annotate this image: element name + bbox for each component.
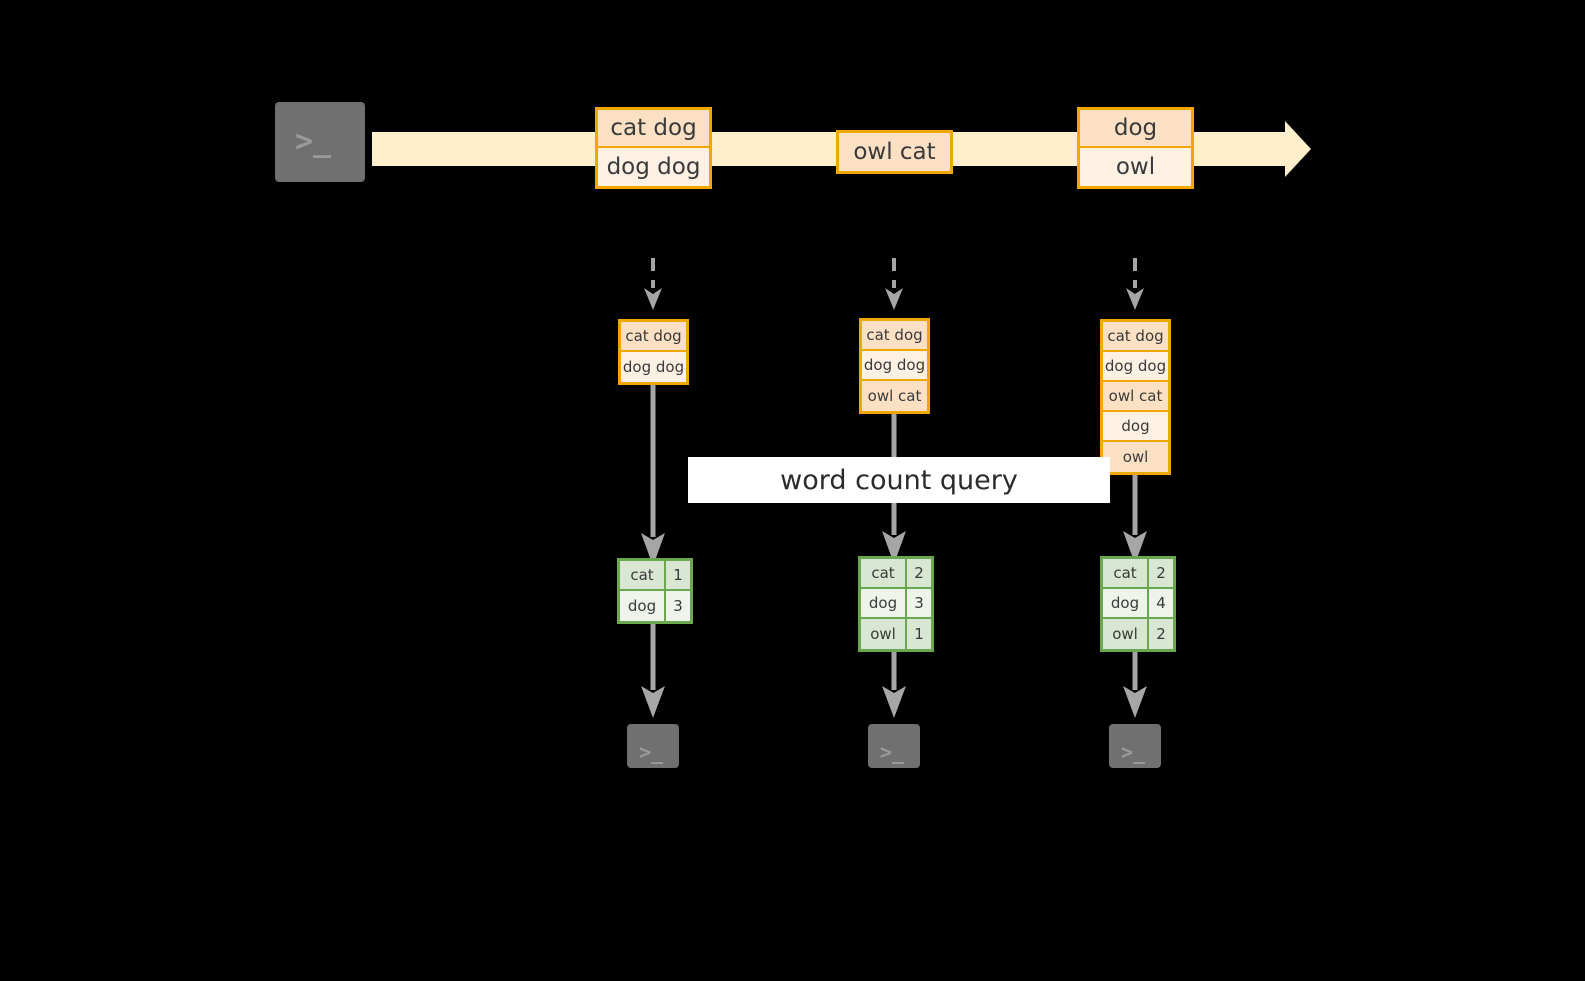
snapshot-stack-t2: cat dog dog dog owl cat	[859, 318, 930, 414]
terminal-screen: >_	[868, 724, 920, 768]
count-cell: 1	[907, 619, 931, 649]
stream-record-line: dog dog	[598, 148, 709, 186]
terminal-screen: >_	[275, 102, 365, 182]
result-table-t1: cat 1 dog 3	[617, 558, 693, 624]
sink-terminal-icon-t2: >_	[858, 714, 930, 778]
snapshot-line: dog dog	[862, 351, 927, 381]
terminal-prompt: >_	[295, 124, 332, 159]
dashed-down-arrow-icon-t3	[1126, 258, 1144, 310]
count-cell: 3	[666, 591, 690, 621]
stream-record-line: owl cat	[839, 133, 950, 171]
table-row: dog 3	[861, 589, 931, 619]
down-arrow-icon-t1	[641, 382, 665, 566]
snapshot-line: dog dog	[621, 352, 686, 382]
sink-arrow-icon-t2	[882, 652, 906, 718]
snapshot-line: cat dog	[1103, 322, 1168, 352]
stream-record-line: owl	[1080, 148, 1191, 186]
terminal-screen: >_	[1109, 724, 1161, 768]
stream-record-3: dog owl	[1077, 107, 1194, 189]
snapshot-stack-t3: cat dog dog dog owl cat dog owl	[1100, 319, 1171, 475]
result-table-t3: cat 2 dog 4 owl 2	[1100, 556, 1176, 652]
count-cell: 2	[907, 559, 931, 587]
snapshot-line: dog	[1103, 412, 1168, 442]
stream-record-1: cat dog dog dog	[595, 107, 712, 189]
source-terminal-icon: >_	[265, 92, 375, 192]
terminal-prompt: >_	[880, 740, 905, 764]
count-cell: 1	[666, 561, 690, 589]
count-cell: 2	[1149, 619, 1173, 649]
sink-terminal-icon-t1: >_	[617, 714, 689, 778]
terminal-prompt: >_	[639, 740, 664, 764]
stream-record-line: dog	[1080, 110, 1191, 148]
word-cell: cat	[861, 559, 907, 587]
snapshot-line: cat dog	[621, 322, 686, 352]
count-cell: 3	[907, 589, 931, 617]
table-row: dog 4	[1103, 589, 1173, 619]
table-row: cat 2	[861, 559, 931, 589]
dashed-down-arrow-icon-t2	[885, 258, 903, 310]
stream-record-line: cat dog	[598, 110, 709, 148]
word-cell: dog	[1103, 589, 1149, 617]
result-table-t2: cat 2 dog 3 owl 1	[858, 556, 934, 652]
table-row: dog 3	[620, 591, 690, 621]
sink-arrow-icon-t3	[1123, 652, 1147, 718]
word-cell: dog	[620, 591, 666, 621]
query-label: word count query	[688, 457, 1110, 503]
count-cell: 2	[1149, 559, 1173, 587]
stream-record-2: owl cat	[836, 130, 953, 174]
terminal-prompt: >_	[1121, 740, 1146, 764]
table-row: cat 1	[620, 561, 690, 591]
table-row: cat 2	[1103, 559, 1173, 589]
snapshot-line: owl cat	[1103, 382, 1168, 412]
table-row: owl 1	[861, 619, 931, 649]
word-cell: cat	[620, 561, 666, 589]
word-cell: owl	[861, 619, 907, 649]
sink-arrow-icon-t1	[641, 622, 665, 718]
word-cell: cat	[1103, 559, 1149, 587]
snapshot-line: owl	[1103, 442, 1168, 472]
terminal-screen: >_	[627, 724, 679, 768]
table-row: owl 2	[1103, 619, 1173, 649]
dashed-down-arrow-icon-t1	[644, 258, 662, 310]
snapshot-line: dog dog	[1103, 352, 1168, 382]
down-arrow-icon-t3	[1123, 474, 1147, 564]
sink-terminal-icon-t3: >_	[1099, 714, 1171, 778]
snapshot-line: owl cat	[862, 381, 927, 411]
word-cell: dog	[861, 589, 907, 617]
snapshot-line: cat dog	[862, 321, 927, 351]
word-cell: owl	[1103, 619, 1149, 649]
count-cell: 4	[1149, 589, 1173, 617]
snapshot-stack-t1: cat dog dog dog	[618, 319, 689, 385]
